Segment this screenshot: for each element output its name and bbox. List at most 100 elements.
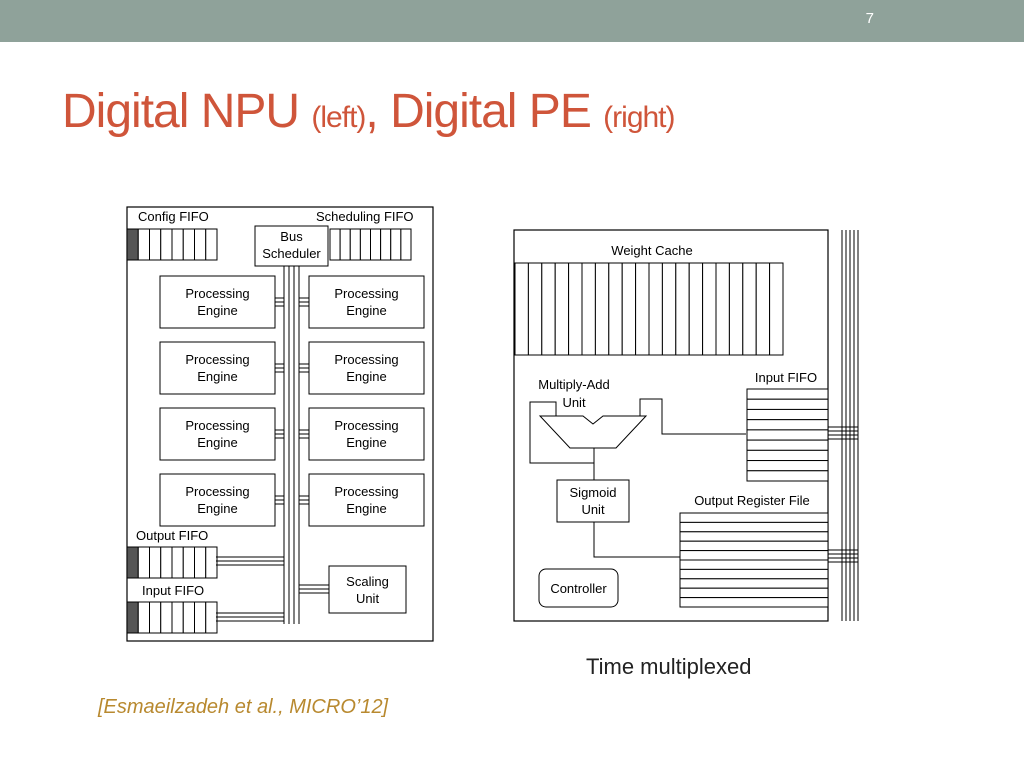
scheduling-fifo [329,228,412,261]
fifo-cell [137,228,150,261]
fifo-cell [746,388,829,400]
fifo-cell [137,601,150,634]
fifo-cell [715,262,730,356]
fifo-cell [746,398,829,410]
fifo-cell [171,228,184,261]
fifo-cell [182,546,195,579]
pe-input-bus [828,426,858,440]
processing-engine-label: Processing [334,484,398,499]
fifo-cell [679,531,829,542]
controller-label: Controller [550,581,607,596]
title-npu: Digital NPU [62,85,312,138]
fifo-cell [594,262,610,356]
output-register-file-label: Output Register File [694,493,810,508]
title-separator: , [365,85,391,138]
fifo-cell [205,546,218,579]
fifo-cell [380,228,392,261]
config-fifo-label: Config FIFO [138,209,209,224]
fifo-cell [648,262,663,356]
scaling-unit-box [328,565,407,614]
fifo-cell [635,262,650,356]
scaling-unit-label-1: Scaling [346,574,389,589]
fifo-cell [194,601,207,634]
fifo-cell [339,228,351,261]
fifo-cell [679,568,829,580]
slide-title: Digital NPU (left), Digital PE (right) [62,84,676,139]
fifo-cell [527,262,543,356]
processing-engine-label: Processing [185,484,249,499]
bus-scheduler-box [254,225,329,267]
title-npu-qualifier: (left) [311,101,366,134]
fifo-cell [679,559,829,570]
fifo-cell [702,262,717,356]
fifo-cell [182,228,195,261]
fifo-cell [746,449,829,462]
fifo-cell [728,262,744,356]
top-bar: 7 [0,0,1024,42]
processing-engine-label: Processing [185,352,249,367]
fifo-cell [205,228,218,261]
fifo-cell [679,512,829,523]
output-fifo-label: Output FIFO [136,528,208,543]
pe-external-bus [841,230,859,621]
processing-engine-label: Processing [185,286,249,301]
fifo-cell [679,578,829,589]
fifo-cell [126,546,139,579]
fifo-cell [194,228,207,261]
input-fifo [126,601,218,634]
fifo-cell [746,439,829,451]
title-pe: Digital PE [390,85,604,138]
fifo-cell [171,546,184,579]
processing-engine-label: Processing [334,286,398,301]
fifo-cell [126,601,139,634]
fifo-cell [581,262,596,356]
fifo-cell [742,262,757,356]
pe-output-bus [828,549,858,563]
npu-diagram: Config FIFO Scheduling FIFO Bus Schedule… [126,206,434,642]
pe-wiring [529,398,746,558]
weight-cache [514,262,784,356]
fifo-cell [746,460,829,472]
fifo-cell [541,262,556,356]
scaling-unit-label-2: Unit [356,591,380,606]
processing-engine-label: Engine [346,501,386,516]
fifo-cell [755,262,771,356]
fifo-cell [679,597,829,608]
fifo-cell [160,546,173,579]
caption: Time multiplexed [586,654,752,679]
npu-vertical-bus [283,266,300,624]
output-fifo [126,546,218,579]
bus-scheduler-label-1: Bus [280,229,303,244]
fifo-cell [769,262,784,356]
engine-bus-connector [275,363,309,373]
engine-bus-connector [275,429,309,439]
scaling-unit-bus [299,584,329,594]
fifo-cell [688,262,704,356]
weight-cache-label: Weight Cache [611,243,692,258]
fifo-cell [160,601,173,634]
fifo-cell [746,419,829,431]
fifo-cell [126,228,139,261]
fifo-cell [359,228,371,261]
fifo-cell [554,262,570,356]
fifo-cell [329,228,341,261]
fifo-cell [149,228,162,261]
output-register-file [679,512,829,608]
fifo-cell [149,546,162,579]
fifo-cell [679,587,829,599]
processing-engine-label: Engine [197,303,237,318]
citation: [Esmaeilzadeh et al., MICRO’12] [98,696,389,718]
pe-diagram: Weight Cache Multiply-Add Unit Input FIF… [513,229,859,622]
multiply-add-label-2: Unit [562,395,586,410]
fifo-cell [160,228,173,261]
fifo-cell [514,262,529,356]
fifo-cell [149,601,162,634]
fifo-cell [746,408,829,421]
fifo-cell [137,546,150,579]
input-fifo-label: Input FIFO [142,583,204,598]
